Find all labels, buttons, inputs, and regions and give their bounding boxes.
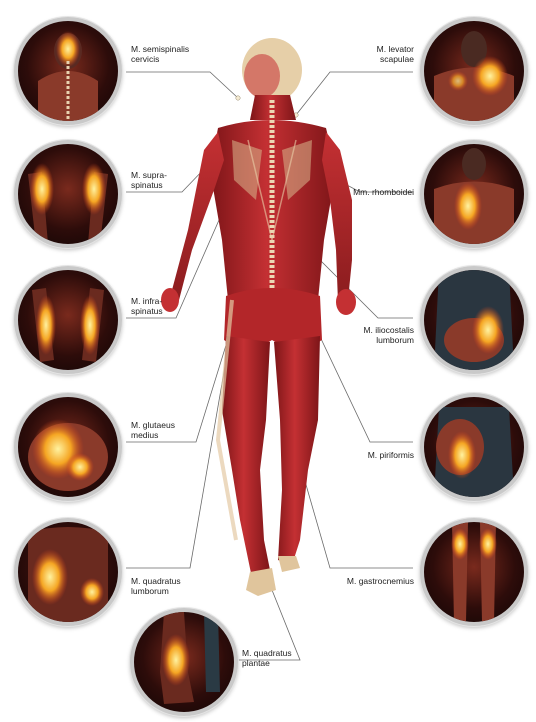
circle-gastrocnemius [420,518,528,626]
right-foot [278,556,300,572]
label-infraspinatus: M. infra- spinatus [131,296,163,316]
left-arm [166,132,224,304]
label-levator: M. levator scapulae [377,44,414,64]
circle-glutaeus [14,393,122,501]
label-gastrocnemius: M. gastrocnemius [347,576,414,586]
circle-semispinalis [14,17,122,125]
left-leg [222,336,270,578]
label-semispinalis: M. semispinalis cervicis [131,44,189,64]
circle-levator [420,17,528,125]
label-iliocostalis: M. iliocostalis lumborum [363,325,414,345]
label-supraspinatus: M. supra- spinatus [131,170,167,190]
circle-quadratus-plantae [130,608,238,716]
circle-infraspinatus [14,266,122,374]
left-foot [246,568,276,596]
right-leg [274,336,320,565]
circle-iliocostalis [420,266,528,374]
circle-piriformis [420,393,528,501]
circle-quadratus-lumborum [14,518,122,626]
label-rhomboidei: Mm. rhomboidei [353,187,414,197]
label-glutaeus: M. glutaeus medius [131,420,175,440]
circle-rhomboidei [420,140,528,248]
label-quadratus-plantae: M. quadratus plantae [242,648,292,668]
circle-supraspinatus [14,140,122,248]
label-piriformis: M. piriformis [368,450,414,460]
label-quadratus-lumborum: M. quadratus lumborum [131,576,181,596]
